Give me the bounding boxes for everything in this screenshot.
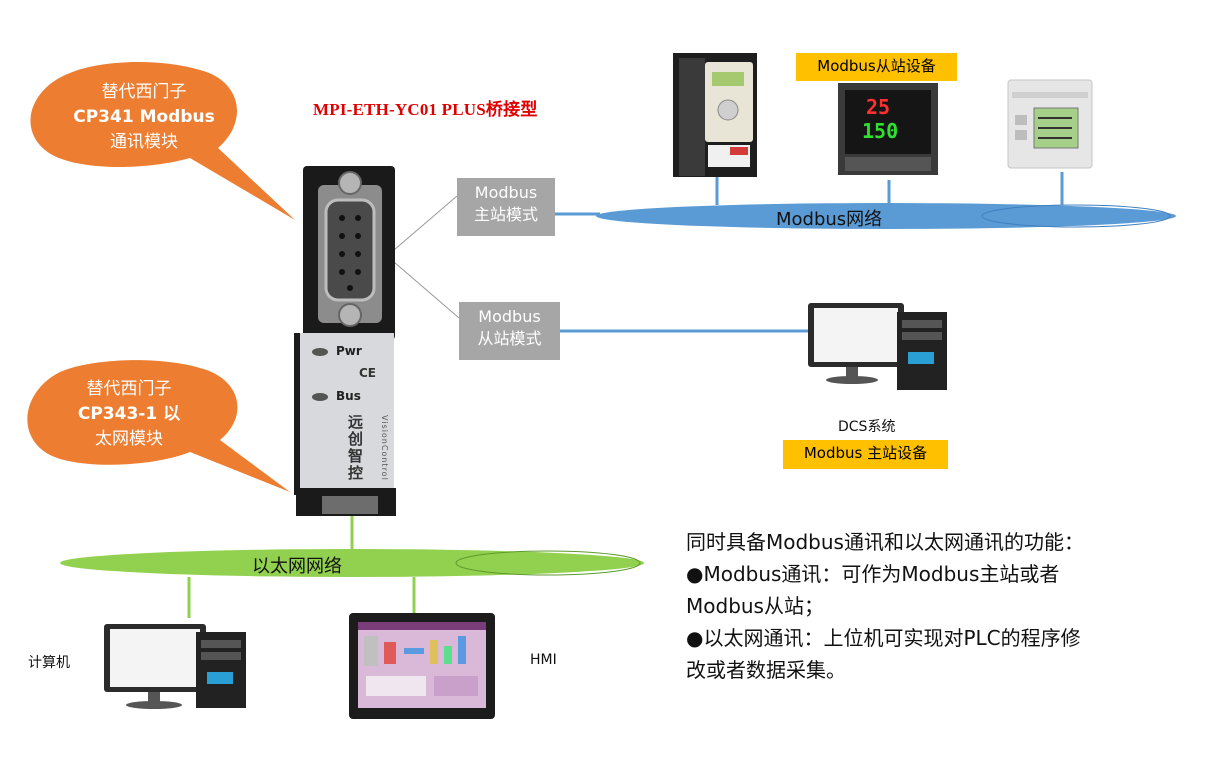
brand-en: VisionControl xyxy=(380,415,389,481)
modbus-network-label: Modbus网络 xyxy=(776,209,883,230)
brand-cn: 远创智控 xyxy=(348,413,364,482)
description-line-1: 同时具备Modbus通讯和以太网通讯的功能： xyxy=(686,530,1084,554)
computer-caption: 计算机 xyxy=(28,655,70,671)
dcs-caption: DCS系统 xyxy=(838,419,896,435)
temp-sv-readout: 150 xyxy=(862,119,899,143)
ethernet-network-label: 以太网网络 xyxy=(252,556,342,577)
bus-label: Bus xyxy=(336,389,361,403)
slave-mode-line2: 从站模式 xyxy=(477,329,542,348)
modbus-master-device-label: Modbus 主站设备 xyxy=(783,440,948,469)
modbus-slave-devices-label: Modbus从站设备 xyxy=(796,53,957,81)
callout-bubble-cp341 xyxy=(30,62,295,221)
temp-pv-readout: 25 xyxy=(866,95,891,119)
power-meter xyxy=(1007,79,1093,169)
callout-cp343-line3: 太网模块 xyxy=(95,429,163,449)
bridge-device xyxy=(294,166,396,516)
pwr-label: Pwr xyxy=(336,344,362,358)
callout-cp343-line1: 替代西门子 xyxy=(86,379,172,399)
callout-cp341: 替代西门子 CP341 Modbus 通讯模块 xyxy=(58,80,230,155)
dcs-computer xyxy=(808,303,947,390)
description-line-2: ●Modbus通讯：可作为Modbus主站或者 xyxy=(686,562,1060,586)
hmi-panel xyxy=(349,613,495,719)
leader-line-master xyxy=(393,195,458,251)
modbus-network-ellipse-inner xyxy=(981,204,1171,228)
vfd-device xyxy=(673,53,757,177)
office-computer xyxy=(104,624,246,709)
slave-mode-line1: Modbus xyxy=(478,307,541,326)
hmi-caption: HMI xyxy=(530,652,557,668)
diagram-title: MPI-ETH-YC01 PLUS桥接型 xyxy=(313,100,538,119)
callout-cp341-line1: 替代西门子 xyxy=(101,82,187,102)
master-mode-line1: Modbus xyxy=(474,183,538,202)
callout-cp343-line2: CP343-1 以 xyxy=(77,404,181,424)
modbus-master-mode-box: Modbus 主站模式 xyxy=(457,178,555,236)
pwr-led xyxy=(312,348,328,356)
callout-cp341-line3: 通讯模块 xyxy=(110,132,178,152)
callout-bubble-cp343 xyxy=(27,360,291,492)
ce-mark: CE xyxy=(359,366,377,380)
callout-cp341-line2: CP341 Modbus xyxy=(73,107,215,127)
feature-description: 同时具备Modbus通讯和以太网通讯的功能： ●Modbus通讯：可作为Modb… xyxy=(686,526,1206,686)
description-line-4: ●以太网通讯：上位机可实现对PLC的程序修 xyxy=(686,626,1081,650)
master-mode-line2: 主站模式 xyxy=(473,205,538,224)
modbus-slave-mode-box: Modbus 从站模式 xyxy=(459,302,560,360)
description-line-5: 改或者数据采集。 xyxy=(686,658,846,682)
description-line-3: Modbus从站； xyxy=(686,594,824,618)
leader-line-slave xyxy=(393,261,460,319)
ethernet-network-ellipse xyxy=(60,549,644,577)
bus-led xyxy=(312,393,328,401)
temperature-controller xyxy=(838,83,938,175)
callout-cp343: 替代西门子 CP343-1 以 太网模块 xyxy=(48,377,210,452)
ethernet-network-ellipse-inner xyxy=(455,550,641,576)
modbus-network-ellipse xyxy=(596,203,1176,229)
